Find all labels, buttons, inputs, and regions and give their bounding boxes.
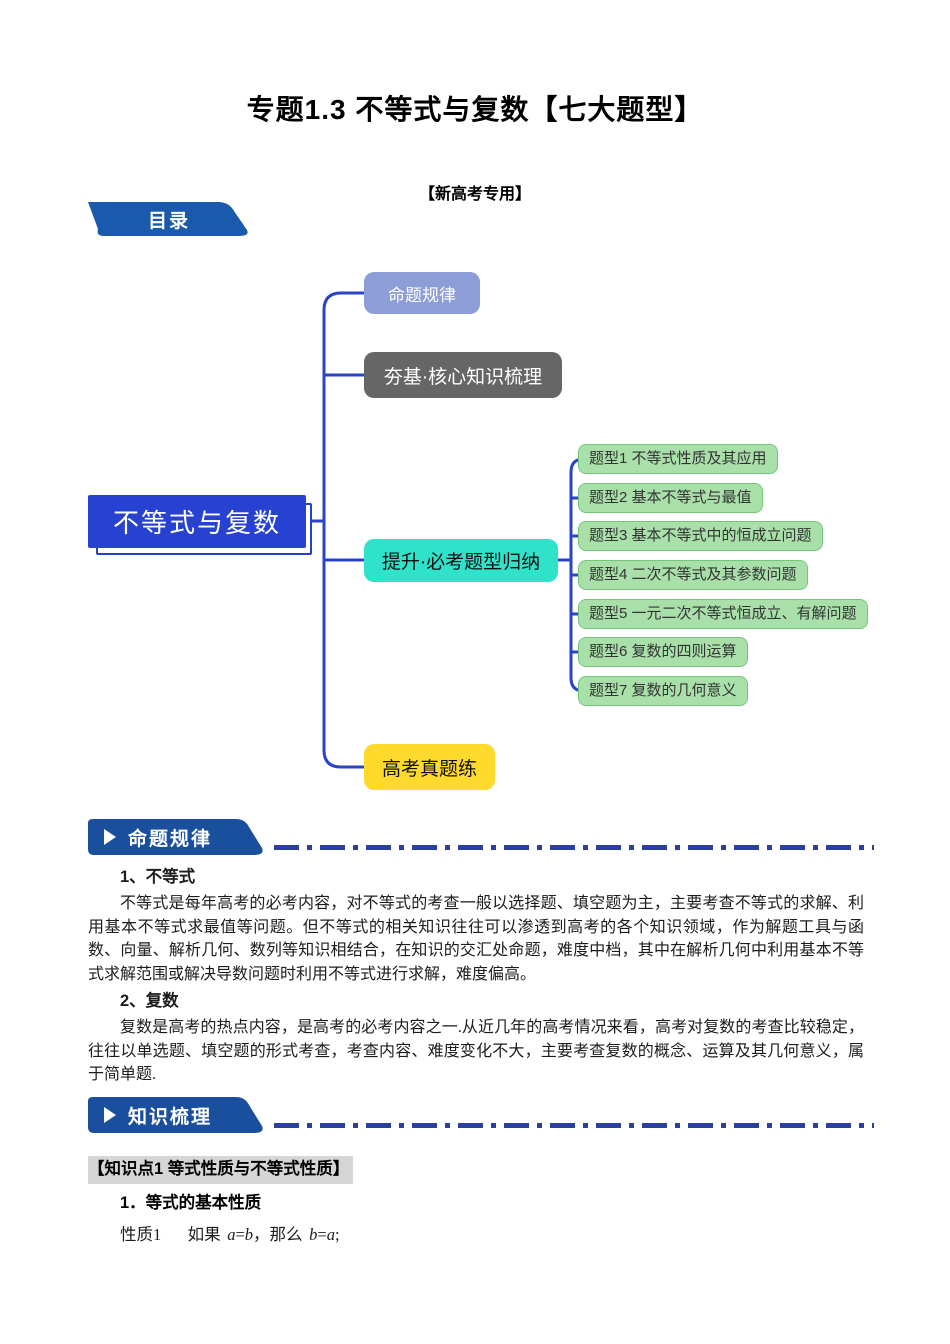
property-then-text: ，那么 [253, 1224, 303, 1244]
toc-badge: 目录 [88, 202, 250, 236]
dash-dot-divider-2 [274, 1123, 874, 1128]
property-label: 性质1 [120, 1224, 162, 1244]
property-tail-punct: ; [334, 1224, 340, 1244]
rules-text-block: 1、不等式 不等式是每年高考的必考内容，对不等式的考查一般以选择题、填空题为主，… [88, 866, 864, 1090]
math-var-a2: a [326, 1224, 335, 1244]
math-var-a: a [227, 1224, 236, 1244]
knowledge-point-title: 【知识点1 等式性质与不等式性质】 [88, 1156, 354, 1184]
math-var-b: b [244, 1224, 254, 1244]
topic-node-3: 题型3 基本不等式中的恒成立问题 [578, 521, 823, 551]
branch-node-core-knowledge: 夯基·核心知识梳理 [364, 352, 562, 398]
rules-item2-paragraph: 复数是高考的热点内容，是高考的必考内容之一.从近几年的高考情况来看，高考对复数的… [88, 1018, 864, 1084]
topic-node-4: 题型4 二次不等式及其参数问题 [578, 560, 808, 590]
dash-dot-divider-1 [274, 845, 874, 850]
play-triangle-icon [104, 1107, 116, 1123]
equals-sign-2: = [317, 1224, 327, 1244]
equals-sign: = [235, 1224, 245, 1244]
section-banner-knowledge-label: 知识梳理 [128, 1106, 213, 1128]
topic-node-7: 题型7 复数的几何意义 [578, 676, 748, 706]
section-banner-knowledge: 知识梳理 [88, 1097, 264, 1133]
branch-node-rules: 命题规律 [364, 272, 480, 314]
rules-item1-paragraph: 不等式是每年高考的必考内容，对不等式的考查一般以选择题、填空题为主，主要考查不等… [88, 894, 864, 984]
page-title: 专题1.3 不等式与复数【七大题型】 [246, 94, 704, 125]
rules-item1-title: 1、不等式 [120, 868, 196, 886]
toc-badge-label: 目录 [147, 210, 190, 232]
rules-item2-title: 2、复数 [120, 991, 179, 1010]
topic-node-1: 题型1 不等式性质及其应用 [578, 444, 778, 474]
branch-node-exam-practice: 高考真题练 [364, 744, 495, 790]
connector-left-trunk [322, 291, 366, 769]
topic-node-5: 题型5 一元二次不等式恒成立、有解问题 [578, 599, 868, 629]
section-banner-rules: 命题规律 [88, 819, 264, 855]
section-banner-rules-label: 命题规律 [128, 828, 213, 850]
topic-node-6: 题型6 复数的四则运算 [578, 637, 748, 667]
root-node: 不等式与复数 [88, 495, 306, 548]
math-var-b2: b [309, 1224, 318, 1244]
branch-node-topic-summary: 提升·必考题型归纳 [364, 539, 558, 582]
knowledge-sub-title: 1．等式的基本性质 [120, 1193, 262, 1212]
topic-node-2: 题型2 基本不等式与最值 [578, 483, 763, 513]
property-cond-text: 如果 [187, 1224, 221, 1244]
page-subtitle: 【新高考专用】 [418, 186, 531, 203]
play-triangle-icon [104, 829, 116, 845]
